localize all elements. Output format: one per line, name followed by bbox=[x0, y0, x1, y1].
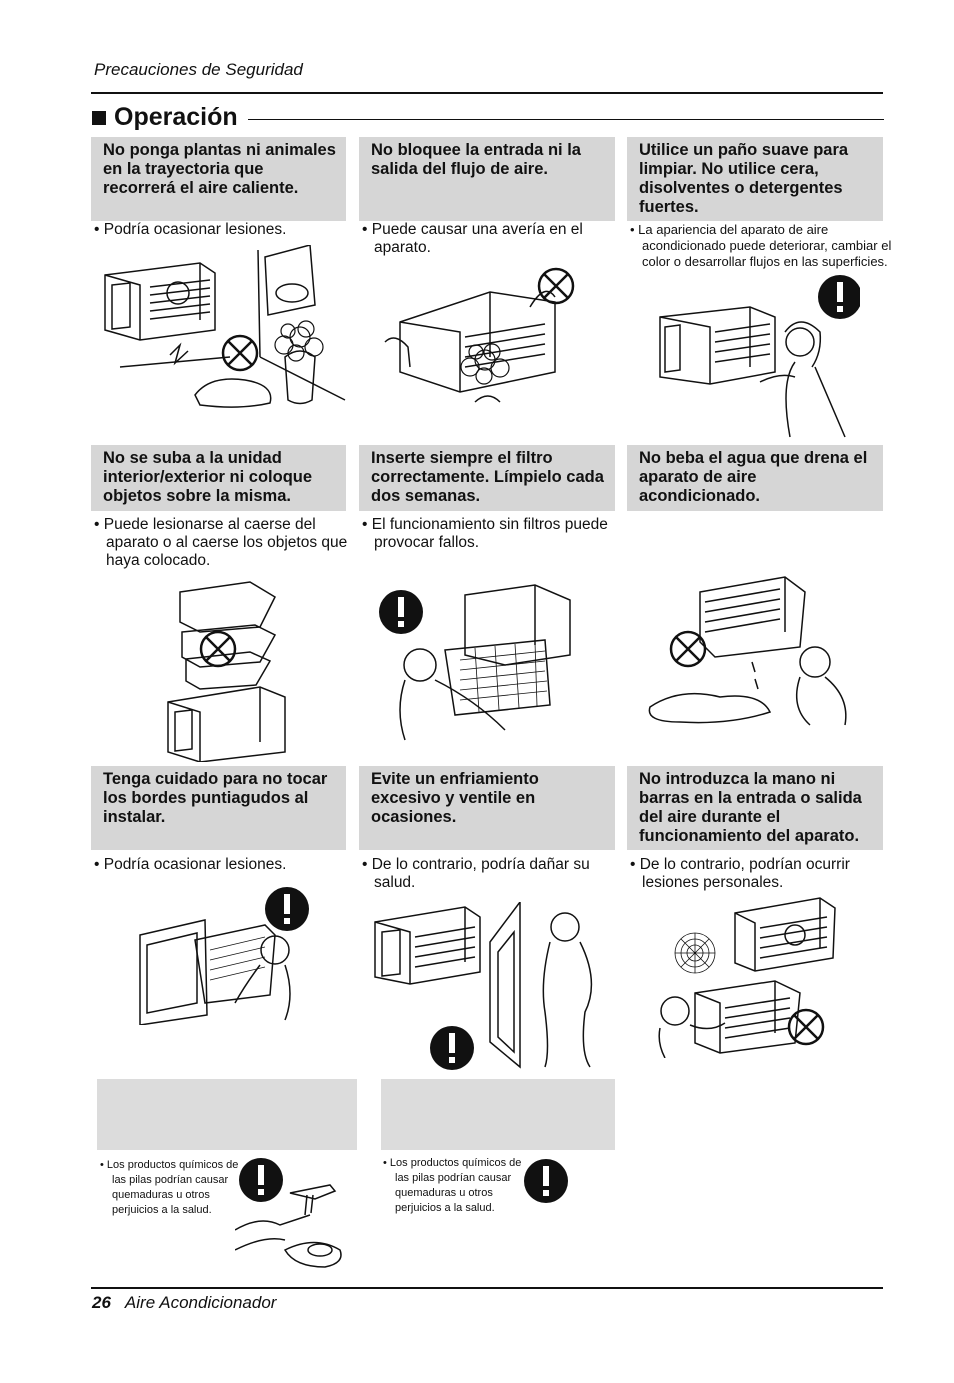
section-title: Operación bbox=[92, 103, 884, 132]
section-bullet-square bbox=[92, 110, 106, 125]
card-2-heading: No bloquee la entrada ni la salida del f… bbox=[359, 137, 615, 221]
card-2-bullet: • Puede causar una avería en el aparato. bbox=[362, 221, 583, 256]
footer-title: Aire Acondicionador bbox=[124, 1293, 277, 1312]
illustration-hand-in-outlet bbox=[658, 897, 836, 1058]
card-5-bullet: • El funcionamiento sin filtros puede pr… bbox=[362, 516, 608, 551]
illustration-plant-pet bbox=[104, 245, 346, 408]
card-9-bullet: • De lo contrario, podrían ocurrir lesio… bbox=[630, 856, 850, 891]
illustration-blocked-airflow bbox=[384, 267, 575, 403]
card-7-bullet: • Podría ocasionar lesiones. bbox=[94, 856, 287, 873]
header-rule bbox=[91, 92, 883, 94]
illustration-filter bbox=[379, 584, 571, 741]
battery-note-1: • Los productos químicos de las pilas po… bbox=[100, 1159, 239, 1216]
card-3-heading: Utilice un paño suave para limpiar. No u… bbox=[627, 137, 883, 221]
exclamation-icon bbox=[524, 1159, 568, 1203]
card-8-bullet: • De lo contrario, podría dañar su salud… bbox=[362, 856, 590, 891]
illustration-stacked-boxes bbox=[167, 581, 286, 762]
battery-box-2-heading bbox=[381, 1079, 615, 1150]
page-number: 26 bbox=[92, 1293, 111, 1312]
page-footer: 26 Aire Acondicionador bbox=[92, 1293, 276, 1313]
section-title-text: Operación bbox=[114, 103, 238, 131]
running-header: Precauciones de Seguridad bbox=[94, 60, 303, 79]
card-5-heading: Inserte siempre el filtro correctamente.… bbox=[359, 445, 615, 511]
card-4-heading: No se suba a la unidad interior/exterior… bbox=[91, 445, 346, 511]
battery-note-2: • Los productos químicos de las pilas po… bbox=[383, 1157, 522, 1214]
card-8-heading: Evite un enfriamiento excesivo y ventile… bbox=[359, 766, 615, 850]
illustration-battery-wash bbox=[235, 1158, 342, 1268]
section-title-rule bbox=[247, 118, 884, 121]
card-6-heading: No beba el agua que drena el aparato de … bbox=[627, 445, 883, 511]
card-1-bullet: • Podría ocasionar lesiones. bbox=[94, 221, 287, 238]
illustration-cleaning bbox=[659, 275, 860, 438]
illustration-ventilation bbox=[374, 902, 593, 1070]
battery-box-1-heading bbox=[97, 1079, 357, 1150]
card-4-bullet: • Puede lesionarse al caerse del aparato… bbox=[94, 516, 348, 569]
illustration-drain-water bbox=[648, 576, 847, 726]
card-9-heading: No introduzca la mano ni barras en la en… bbox=[627, 766, 883, 850]
card-1-heading: No ponga plantas ni animales en la traye… bbox=[91, 137, 346, 221]
card-3-bullet: • La apariencia del aparato de aire acon… bbox=[630, 222, 892, 269]
footer-rule bbox=[91, 1287, 883, 1289]
illustration-sharp-edges bbox=[139, 887, 309, 1025]
card-7-heading: Tenga cuidado para no tocar los bordes p… bbox=[91, 766, 346, 850]
